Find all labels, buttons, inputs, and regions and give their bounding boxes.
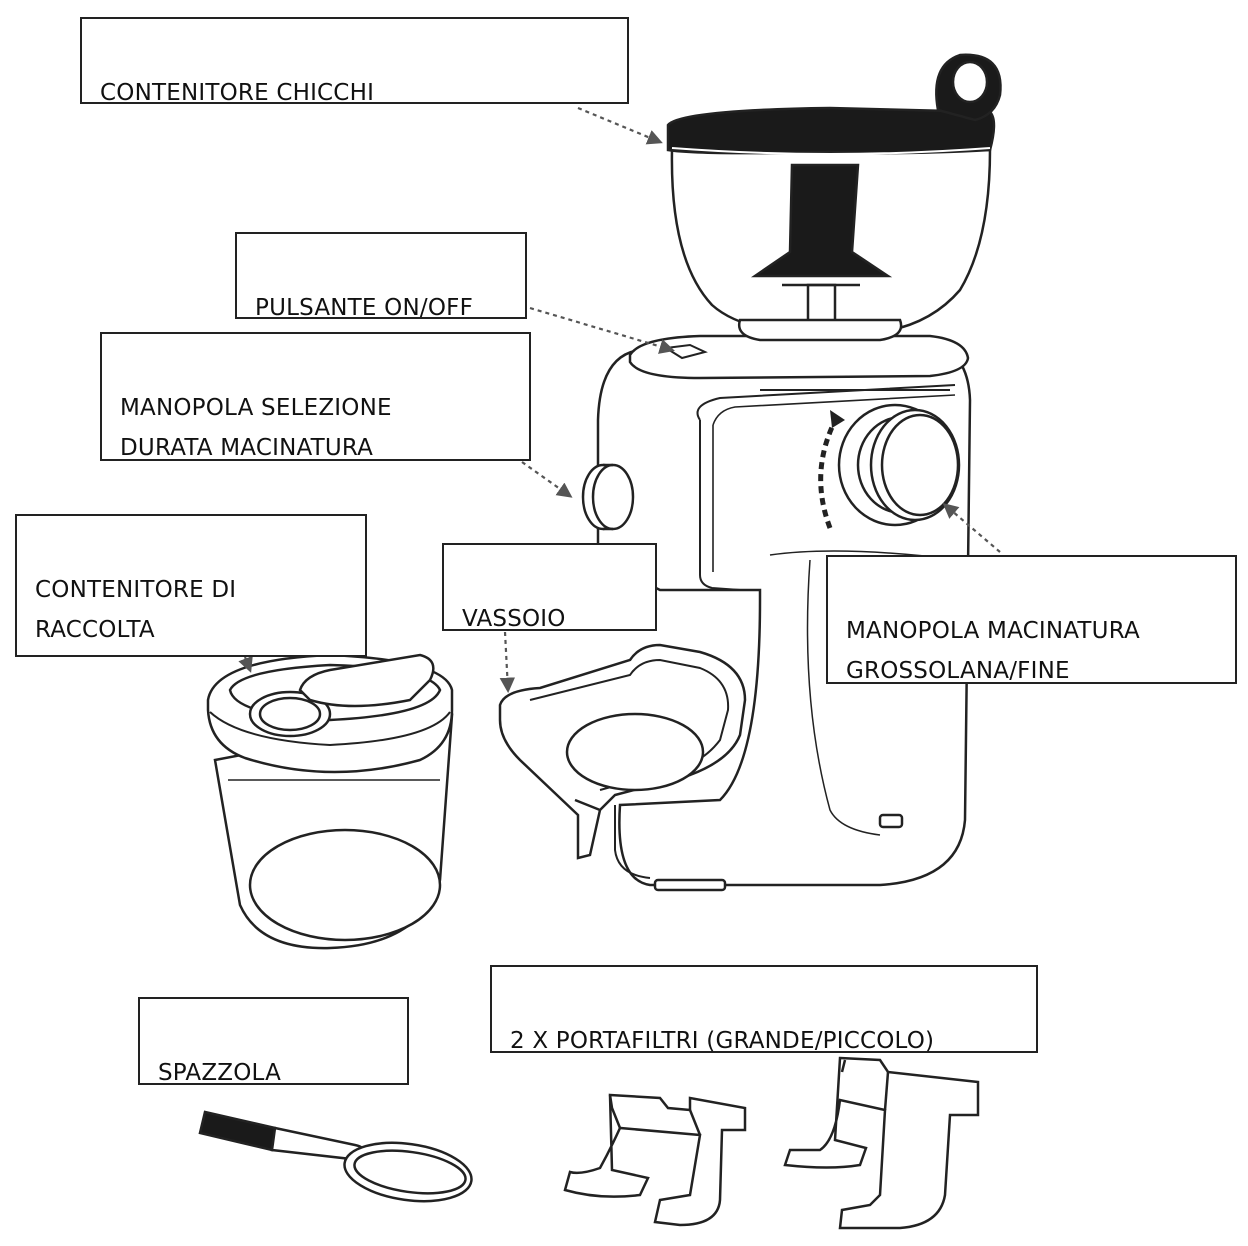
leader-arrows bbox=[238, 106, 1001, 694]
label-power-button-text: PULSANTE ON/OFF bbox=[255, 295, 473, 321]
brush bbox=[198, 1110, 473, 1203]
duration-knob-shape bbox=[581, 463, 635, 531]
bean-hopper bbox=[666, 53, 1002, 342]
label-bean-container-text: CONTENITORE CHICCHI bbox=[100, 80, 375, 106]
label-duration-knob-text: MANOPOLA SELEZIONE DURATA MACINATURA bbox=[120, 395, 392, 461]
label-brush: SPAZZOLA bbox=[138, 997, 409, 1086]
label-bean-container: CONTENITORE CHICCHI bbox=[80, 17, 629, 106]
label-duration-knob: MANOPOLA SELEZIONE DURATA MACINATURA bbox=[100, 332, 531, 461]
filter-holder-small bbox=[563, 1093, 747, 1227]
label-collection-container-text: CONTENITORE DI RACCOLTA bbox=[35, 577, 237, 643]
label-filter-holders-text: 2 X PORTAFILTRI (GRANDE/PICCOLO) bbox=[510, 1028, 935, 1054]
label-brush-text: SPAZZOLA bbox=[158, 1060, 282, 1086]
label-coarseness-knob-text: MANOPOLA MACINATURA GROSSOLANA/FINE bbox=[846, 618, 1140, 684]
filter-holder-large bbox=[783, 1056, 980, 1230]
drip-tray bbox=[498, 643, 747, 860]
coarseness-knob-shape bbox=[837, 403, 961, 527]
label-tray: VASSOIO bbox=[442, 543, 657, 632]
label-filter-holders: 2 X PORTAFILTRI (GRANDE/PICCOLO) bbox=[490, 965, 1038, 1054]
label-collection-container: CONTENITORE DI RACCOLTA bbox=[15, 514, 367, 657]
label-coarseness-knob: MANOPOLA MACINATURA GROSSOLANA/FINE bbox=[826, 555, 1237, 684]
collection-container bbox=[206, 653, 454, 950]
rotation-arc bbox=[818, 413, 841, 529]
label-power-button: PULSANTE ON/OFF bbox=[235, 232, 527, 321]
label-tray-text: VASSOIO bbox=[462, 606, 566, 632]
power-button-shape bbox=[663, 343, 708, 360]
